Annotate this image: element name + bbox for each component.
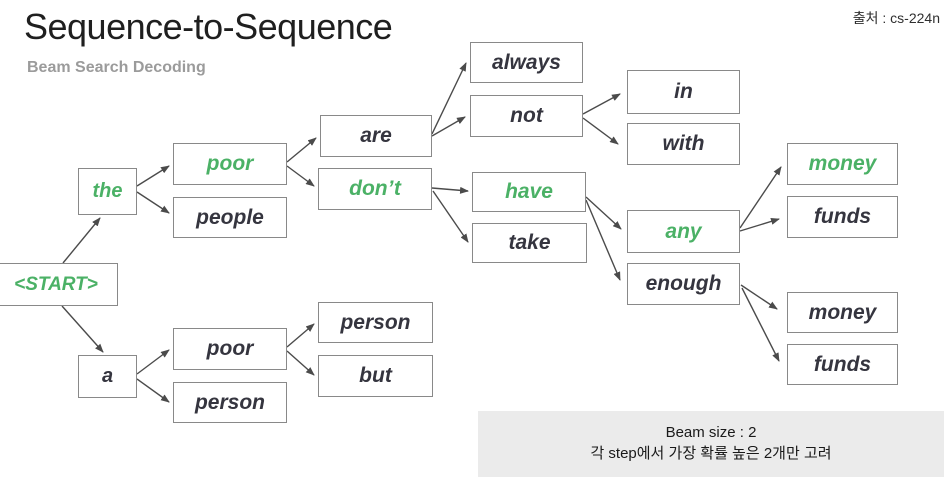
edge-any-to-money-top — [739, 166, 782, 229]
edge-have-to-any — [585, 196, 622, 230]
slide-title: Sequence-to-Sequence — [24, 6, 393, 47]
edge-a-to-poor-bottom — [136, 349, 170, 375]
edge-not-to-in — [582, 93, 621, 115]
node-are: are — [320, 115, 432, 157]
node-poor-top: poor — [173, 143, 287, 185]
node-people: people — [173, 197, 287, 238]
node-poor-bottom: poor — [173, 328, 287, 370]
source-credit: 출처 : cs-224n — [852, 10, 940, 26]
node-funds-top: funds — [787, 196, 898, 238]
node-take: take — [472, 223, 587, 263]
node-person-bottom: person — [173, 382, 287, 423]
node-not: not — [470, 95, 583, 137]
edge-start-to-the — [62, 217, 101, 264]
node-money-top: money — [787, 143, 898, 185]
node-in: in — [627, 70, 740, 114]
node-a: a — [78, 355, 137, 398]
edge-are-to-not — [431, 116, 466, 137]
edge-the-to-people — [136, 191, 170, 214]
edge-poor-top-to-are — [286, 137, 317, 163]
node-money-bottom: money — [787, 292, 898, 333]
node-always: always — [470, 42, 583, 83]
beam-size-line: Beam size : 2 — [665, 424, 757, 441]
node-enough: enough — [627, 263, 740, 305]
edge-not-to-with — [582, 117, 619, 145]
edge-enough-to-funds-bottom — [741, 287, 780, 362]
edge-the-to-poor-top — [136, 165, 170, 187]
edge-enough-to-money-bottom — [740, 284, 778, 310]
beam-size-caption: 각 step에서 가장 확률 높은 2개만 고려 — [590, 445, 832, 462]
edge-any-to-funds-top — [739, 218, 780, 232]
edge-dont-to-have — [431, 186, 469, 194]
edge-are-to-always — [431, 62, 467, 135]
beam-size-note: Beam size : 2 각 step에서 가장 확률 높은 2개만 고려 — [478, 411, 944, 477]
node-have: have — [472, 172, 586, 212]
node-any: any — [627, 210, 740, 253]
node-person-right: person — [318, 302, 433, 343]
node-dont: don’t — [318, 168, 432, 210]
node-funds-bottom: funds — [787, 344, 898, 385]
edge-have-to-enough — [585, 199, 621, 281]
slide-subtitle: Beam Search Decoding — [27, 59, 206, 76]
node-start: <START> — [0, 263, 118, 306]
edge-start-to-a — [61, 305, 104, 353]
node-with: with — [627, 123, 740, 165]
node-but: but — [318, 355, 433, 397]
edge-dont-to-take — [432, 190, 469, 243]
edge-poor-top-to-dont — [286, 165, 315, 187]
edge-poor-bottom-to-person-right — [286, 323, 315, 348]
node-the: the — [78, 168, 137, 215]
edge-a-to-person-bottom — [136, 378, 170, 403]
edge-poor-bottom-to-but — [286, 350, 315, 376]
